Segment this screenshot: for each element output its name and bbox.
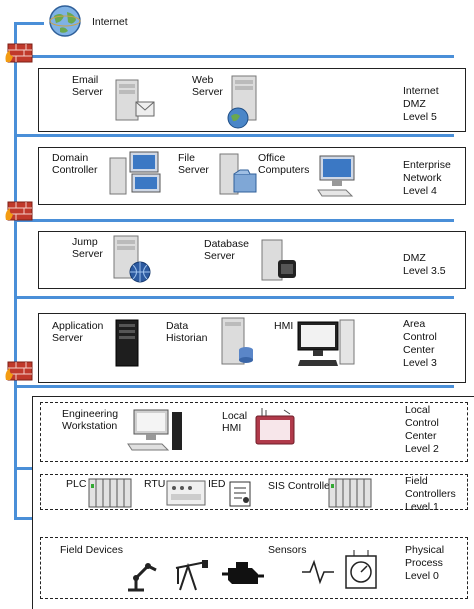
main-backbone-line	[14, 50, 17, 518]
engine-icon	[222, 562, 264, 584]
office-computers-icon	[317, 155, 355, 197]
rtu-icon	[166, 480, 206, 506]
sensor-wave-icon	[302, 559, 334, 585]
ied-label: IED	[208, 478, 226, 490]
bus-line-level2	[14, 385, 454, 388]
database-server-icon	[261, 239, 296, 281]
pump-jack-icon	[175, 560, 208, 591]
hmi-icon	[297, 319, 355, 366]
sis-controller-icon	[328, 478, 372, 508]
ied-icon	[229, 481, 251, 507]
level35-dmz-box	[38, 231, 466, 289]
rtu-label: RTU	[144, 478, 166, 490]
sis-controller-label: SIS Controller	[268, 480, 334, 492]
internet-link-line	[14, 22, 44, 25]
firewall-icon	[5, 43, 33, 63]
hmi-label: HMI	[274, 320, 294, 332]
level0-physical-process-box	[40, 537, 468, 599]
domain-controller-icon	[109, 151, 161, 195]
application-server-icon	[115, 319, 139, 367]
data-historian-icon	[221, 317, 253, 365]
internet-drop-line	[14, 22, 17, 52]
bus-line-level4	[14, 134, 454, 137]
level3-area-control-box	[38, 313, 466, 383]
internet-globe-icon	[49, 5, 81, 37]
bus-line-level5	[14, 55, 454, 58]
plc-icon	[88, 478, 132, 508]
local-hmi-icon	[255, 408, 295, 445]
gauge-sensor-icon	[345, 550, 377, 589]
file-server-icon	[219, 153, 257, 195]
level2-local-control-box	[40, 402, 468, 462]
internet-label: Internet	[92, 16, 128, 28]
bus-line-level35	[14, 219, 454, 222]
field-devices-label: Field Devices	[60, 544, 124, 556]
robot-arm-icon	[128, 563, 157, 592]
web-server-icon	[227, 75, 257, 129]
engineering-workstation-icon	[127, 409, 182, 451]
firewall-icon	[5, 361, 33, 381]
bus-line-level3	[14, 296, 454, 299]
sensors-label: Sensors	[268, 544, 307, 556]
plc-label: PLC	[66, 478, 87, 490]
jump-server-icon	[113, 235, 151, 283]
email-server-icon	[115, 79, 155, 121]
firewall-icon	[5, 201, 33, 221]
